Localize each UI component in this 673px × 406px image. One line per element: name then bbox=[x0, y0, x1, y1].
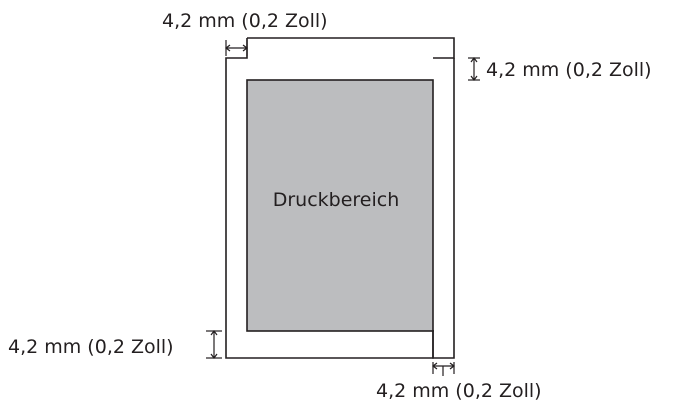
margin-label-bottom-left: 4,2 mm (0,2 Zoll) bbox=[8, 336, 174, 358]
dimension-mark-top-right bbox=[468, 57, 480, 81]
dimension-mark-top-left bbox=[225, 40, 248, 56]
margin-label-top-left: 4,2 mm (0,2 Zoll) bbox=[162, 10, 328, 32]
dimension-mark-bottom-left bbox=[206, 330, 222, 359]
margin-label-bottom-right: 4,2 mm (0,2 Zoll) bbox=[376, 380, 542, 402]
printable-area bbox=[246, 79, 434, 332]
dimension-mark-bottom-right bbox=[432, 362, 455, 376]
printable-area-label: Druckbereich bbox=[273, 189, 400, 211]
margin-label-top-right: 4,2 mm (0,2 Zoll) bbox=[486, 59, 652, 81]
